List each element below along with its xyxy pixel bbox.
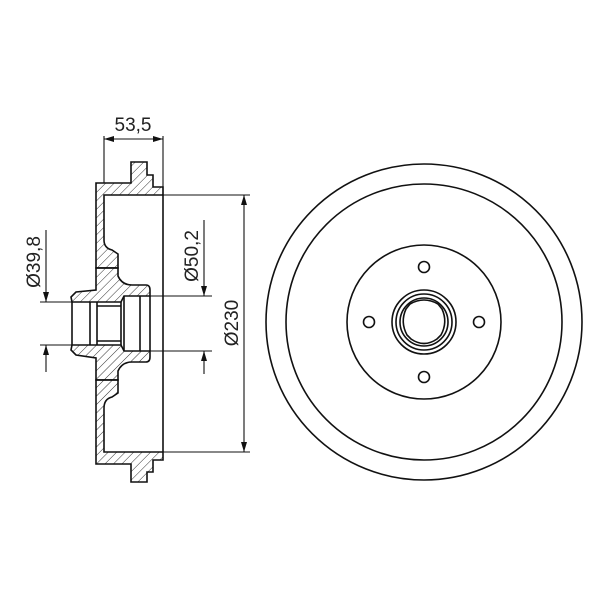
width-label: 53,5: [115, 115, 152, 136]
front-view: [265, 163, 583, 481]
center-ring-inner: [399, 297, 449, 347]
side-section-view: 53,5 Ø39,8 Ø50,2: [24, 115, 250, 483]
bolt-hole-bottom: [417, 370, 431, 384]
top-hub-section: [70, 267, 151, 303]
braking-surface-circle: [285, 183, 563, 461]
bottom-rim-section: [95, 379, 164, 483]
dimension-bore: Ø39,8: [24, 230, 72, 372]
center-ring-outer: [391, 289, 457, 355]
hub-diameter-label: Ø50,2: [182, 230, 203, 282]
bolt-hole-right: [472, 315, 486, 329]
bolt-hole-left: [362, 315, 376, 329]
hub-flange-circle: [346, 244, 502, 400]
dimension-hub: Ø50,2: [150, 220, 212, 374]
center-ring-middle: [395, 293, 453, 351]
bore-diameter-label: Ø39,8: [24, 236, 45, 288]
splined-bore: [402, 299, 446, 345]
top-rim-section: [95, 161, 164, 269]
dimension-drum: Ø230: [163, 194, 250, 453]
dimension-width: 53,5: [103, 115, 164, 195]
bolt-hole-top: [417, 260, 431, 274]
bottom-hub-section: [70, 344, 151, 381]
outer-rim-circle: [265, 163, 583, 481]
drum-diameter-label: Ø230: [222, 300, 243, 346]
